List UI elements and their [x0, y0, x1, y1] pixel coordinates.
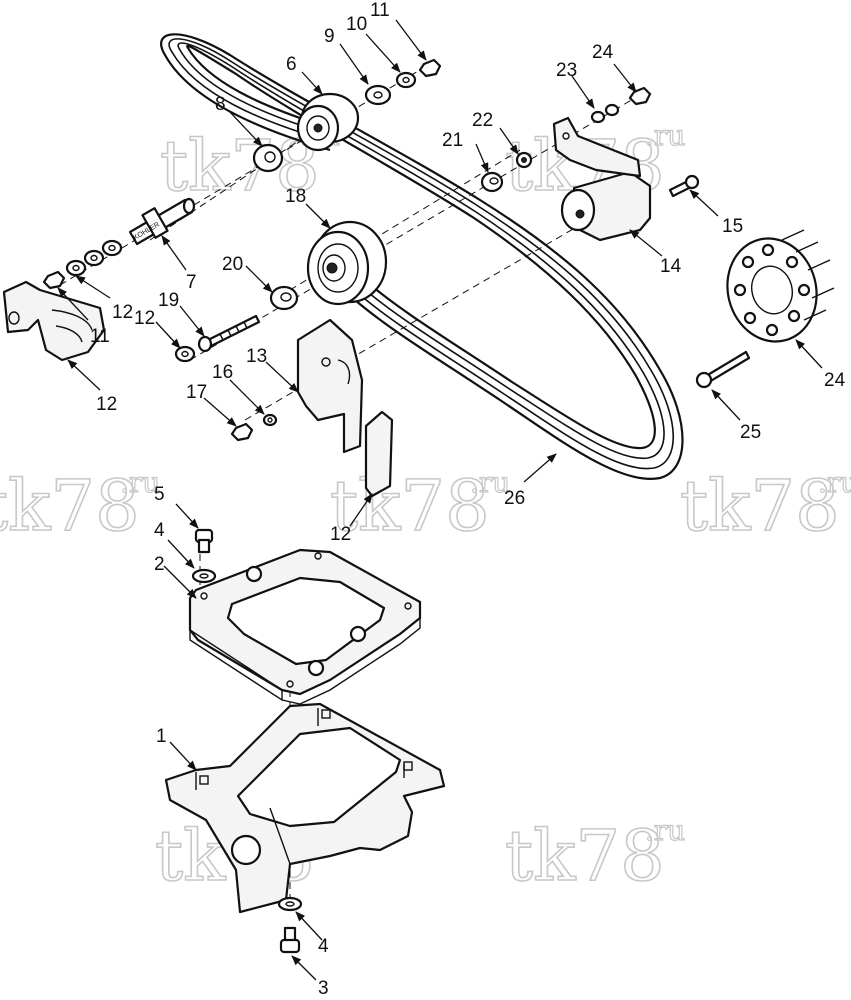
- pivot-shaft-7: KOHLER: [128, 197, 196, 246]
- callout-11-left: 11: [90, 326, 110, 347]
- callout-22: 20: [222, 254, 243, 275]
- bolt-27: [695, 350, 751, 389]
- watermark-4: tk78: [330, 465, 490, 547]
- coupling-hub-26: [726, 229, 835, 343]
- bolt-5: [194, 528, 214, 554]
- mounting-plate-15: [296, 318, 364, 454]
- washer-12-lower: [174, 345, 196, 363]
- plate-14: [364, 410, 394, 498]
- callout-12-lower: 12: [134, 308, 155, 329]
- watermark-4-ru: .ru: [470, 466, 510, 499]
- callout-4-bottom: 4: [318, 936, 329, 957]
- callout-11-top: 11: [370, 0, 390, 21]
- watermark-5-ru: .ru: [818, 466, 851, 499]
- washer-4-top: [191, 568, 217, 584]
- callout-14: 12: [330, 524, 351, 545]
- callout-24-upper: 23: [556, 60, 577, 81]
- watermark-group: tk78 .ru tk78 .ru tk78 .ru tk78 .ru tk78…: [0, 118, 851, 897]
- watermark-7: tk78: [505, 815, 665, 897]
- bolt-3: [279, 926, 301, 954]
- washer-4-bottom: [277, 896, 303, 912]
- callout-4-top: 4: [154, 520, 165, 541]
- bolt-21: [197, 314, 261, 353]
- nut-19: [230, 422, 254, 442]
- adapter-plate-2: [188, 548, 422, 705]
- callout-6: 6: [286, 54, 297, 75]
- callout-17: 15: [722, 216, 743, 237]
- top-washer-stack: [364, 58, 442, 106]
- left-washer-stack: [42, 239, 123, 290]
- spacer-22: [269, 285, 299, 311]
- tensioner-pulley-20: [306, 220, 388, 306]
- upper-bracket: [552, 116, 642, 178]
- callout-23: 21: [442, 130, 463, 151]
- bolt-17: [668, 174, 700, 198]
- callout-2: 2: [154, 554, 165, 575]
- callout-10: 10: [346, 14, 367, 35]
- callout-26: 24: [824, 370, 846, 391]
- washer-24-b: [515, 151, 533, 169]
- washer-18: [262, 413, 278, 427]
- tensioner-arm-16: [560, 170, 652, 242]
- nut-25: [628, 86, 652, 106]
- spacer-23: [480, 171, 504, 193]
- callout-13: 12: [96, 394, 117, 415]
- watermark-3: tk78: [0, 465, 140, 547]
- callout-8: 8: [215, 94, 226, 115]
- bracket-13: [2, 280, 106, 362]
- watermark-3-ru: .ru: [120, 466, 160, 499]
- callout-5: 5: [154, 484, 165, 505]
- drive-belt: [160, 33, 684, 481]
- washer-24-a: [590, 103, 620, 124]
- callout-21: 19: [158, 290, 179, 311]
- spacer-8: [252, 143, 284, 173]
- callout-9: 9: [324, 26, 335, 47]
- callout-16: 14: [660, 256, 682, 277]
- callout-12-upper: 12: [112, 302, 133, 323]
- callout-3: 3: [318, 978, 329, 999]
- leader-lines: [57, 19, 823, 981]
- callout-labels: 6 9 10 11 8 7 11 12 12 18 20 19 12 13 16…: [90, 0, 846, 999]
- callout-19: 17: [186, 382, 207, 403]
- watermark-7-ru: .ru: [645, 814, 685, 847]
- callout-20: 18: [285, 186, 306, 207]
- callout-15: 13: [246, 346, 267, 367]
- callout-28: 26: [504, 488, 525, 509]
- idler-pulley-6: [296, 92, 360, 152]
- callout-27: 25: [740, 422, 761, 443]
- callout-25: 24: [592, 42, 614, 63]
- watermark-2-ru: .ru: [645, 119, 685, 152]
- callout-1: 1: [156, 726, 167, 747]
- watermark-5: tk78: [680, 465, 840, 547]
- callout-18: 16: [212, 362, 233, 383]
- callout-24-lower: 22: [472, 110, 493, 131]
- callout-7: 7: [186, 272, 197, 293]
- base-frame-1: [164, 702, 446, 914]
